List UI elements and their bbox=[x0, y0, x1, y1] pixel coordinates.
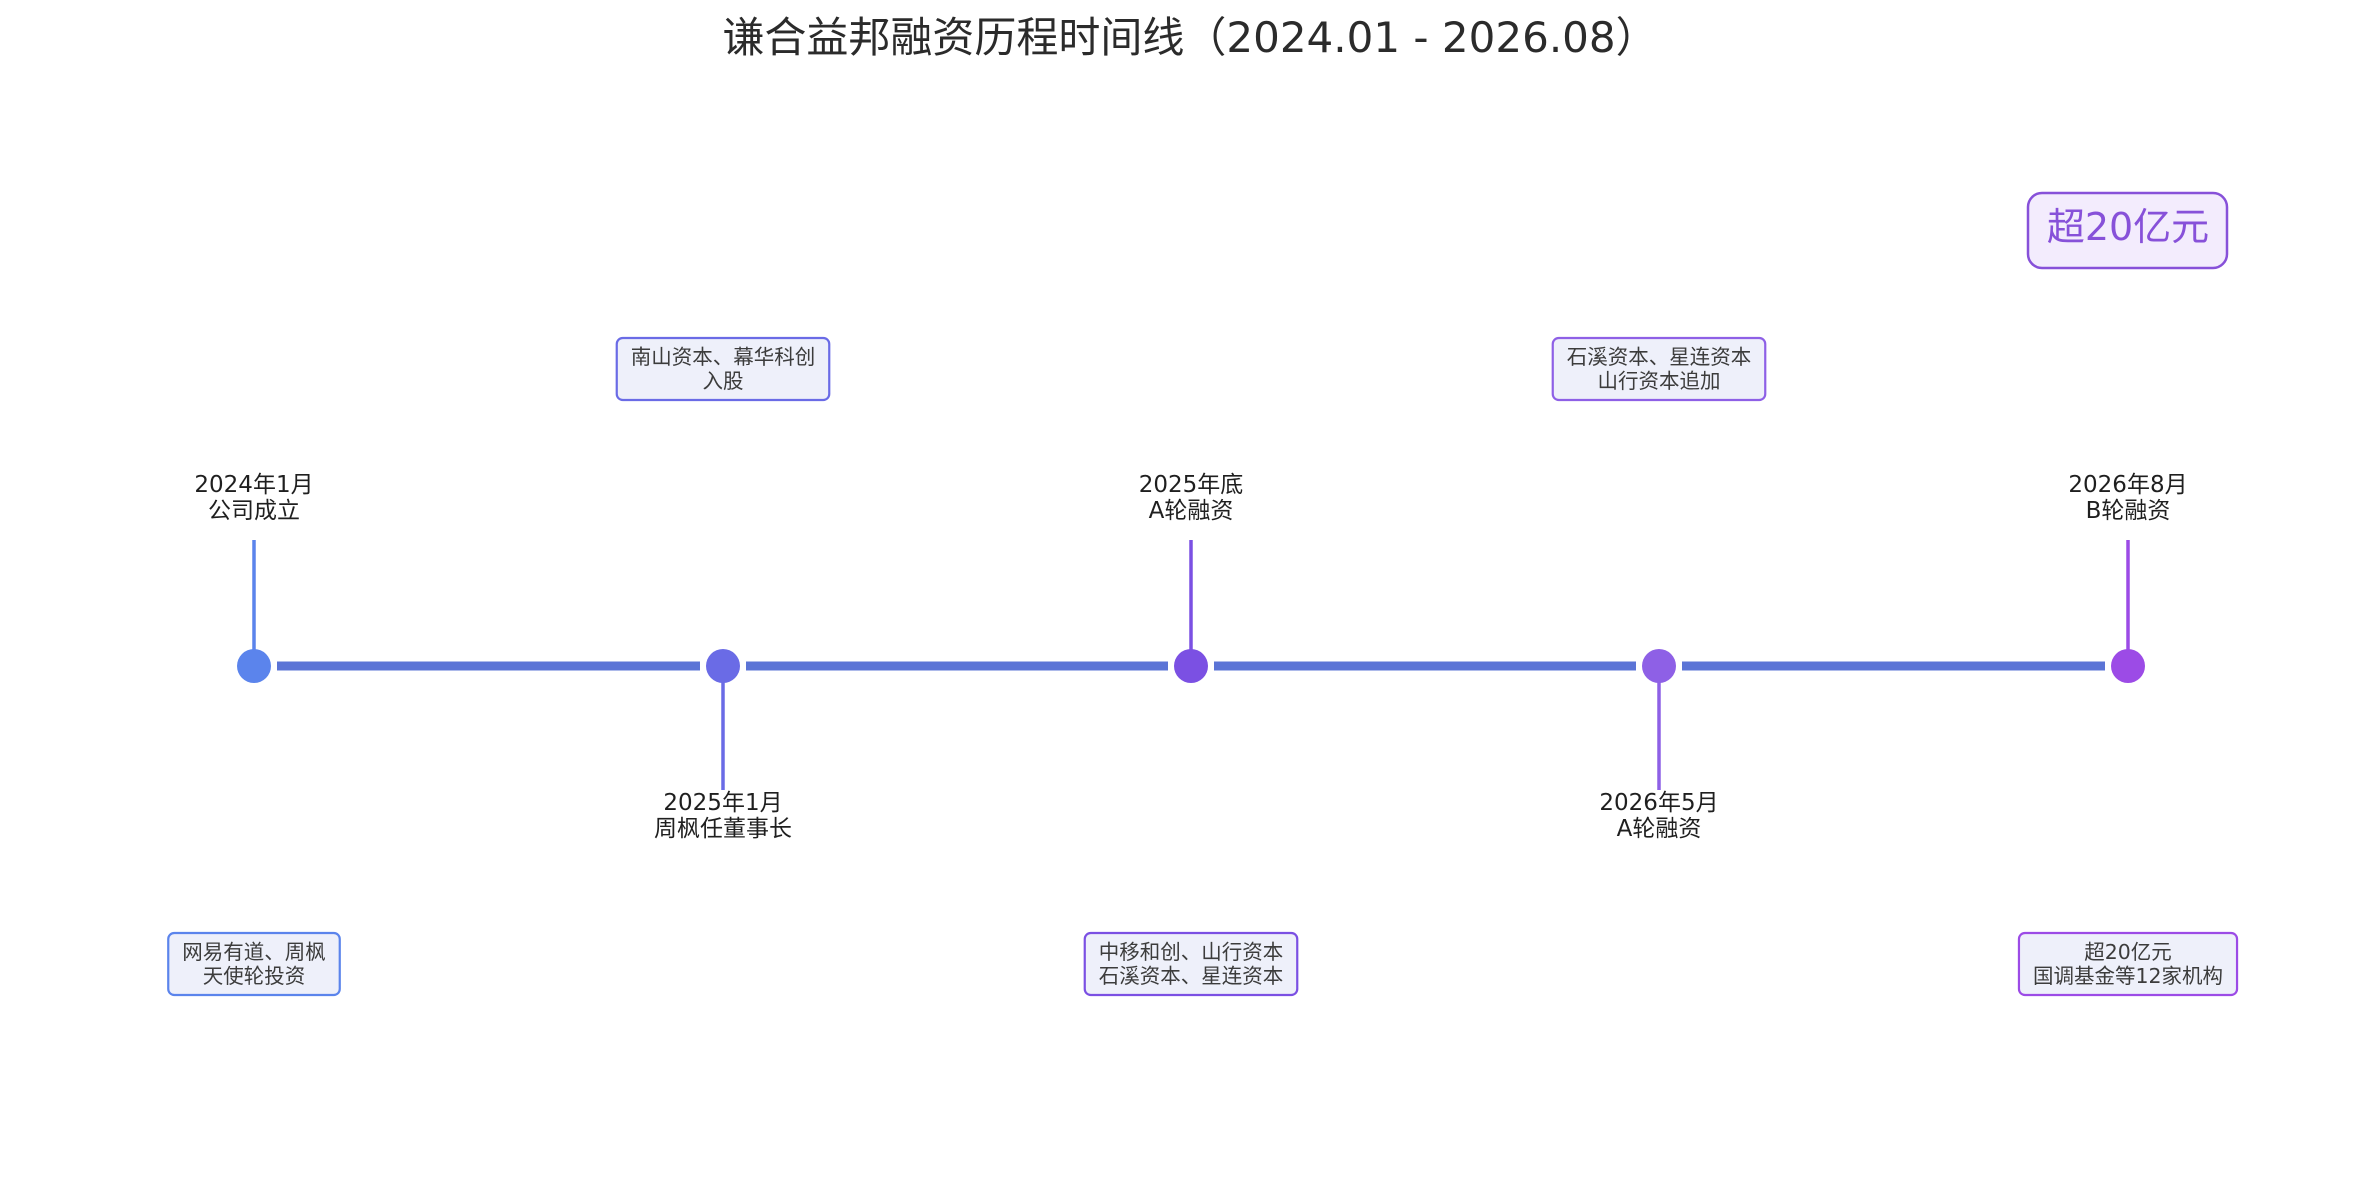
event-node bbox=[1174, 649, 1208, 683]
timeline-nodes bbox=[237, 649, 2145, 683]
event-date: 2024年1月 bbox=[194, 472, 313, 498]
total-amount-badge-box bbox=[2026, 191, 2229, 270]
event-note-line: 石溪资本、星连资本 bbox=[1567, 345, 1752, 369]
total-amount-badge-text: 超20亿元 bbox=[2047, 205, 2209, 249]
event-node bbox=[1642, 649, 1676, 683]
event-note-box bbox=[615, 336, 831, 402]
event-note-line: 中移和创、山行资本 bbox=[1099, 940, 1284, 964]
total-amount-badge: 超20亿元 bbox=[2026, 191, 2229, 270]
event-note-line: 国调基金等12家机构 bbox=[2033, 964, 2223, 988]
event-label: A轮融资 bbox=[1149, 498, 1234, 524]
event-note-box bbox=[167, 931, 341, 997]
event-note-line: 山行资本追加 bbox=[1598, 369, 1721, 393]
event-label: 周枫任董事长 bbox=[654, 816, 792, 842]
event-date: 2025年底 bbox=[1139, 472, 1244, 498]
event-note-line: 南山资本、幕华科创 bbox=[631, 345, 816, 369]
event-date: 2026年8月 bbox=[2068, 472, 2187, 498]
event-note-line: 超20亿元 bbox=[2084, 940, 2172, 964]
event-node bbox=[2111, 649, 2145, 683]
event-note-box bbox=[2017, 931, 2239, 997]
event-date: 2025年1月 bbox=[663, 790, 782, 816]
event-label: B轮融资 bbox=[2086, 498, 2171, 524]
event-note-line: 石溪资本、星连资本 bbox=[1099, 964, 1284, 988]
event-note-line: 网易有道、周枫 bbox=[182, 940, 326, 964]
event-node bbox=[706, 649, 740, 683]
diagram-title: 谦合益邦融资历程时间线（2024.01 - 2026.08） bbox=[722, 13, 1657, 62]
event-note-line: 入股 bbox=[703, 369, 744, 393]
timeline-notes: 网易有道、周枫天使轮投资南山资本、幕华科创入股中移和创、山行资本石溪资本、星连资… bbox=[167, 336, 2239, 997]
event-date: 2026年5月 bbox=[1599, 790, 1718, 816]
event-label: 公司成立 bbox=[208, 498, 300, 524]
timeline-labels: 2024年1月公司成立2025年1月周枫任董事长2025年底A轮融资2026年5… bbox=[194, 472, 2187, 842]
event-note-line: 天使轮投资 bbox=[203, 964, 306, 988]
event-label: A轮融资 bbox=[1617, 816, 1702, 842]
event-note-box bbox=[1551, 336, 1767, 402]
event-note-box bbox=[1083, 931, 1299, 997]
event-node bbox=[237, 649, 271, 683]
timeline-stems bbox=[252, 540, 2130, 790]
